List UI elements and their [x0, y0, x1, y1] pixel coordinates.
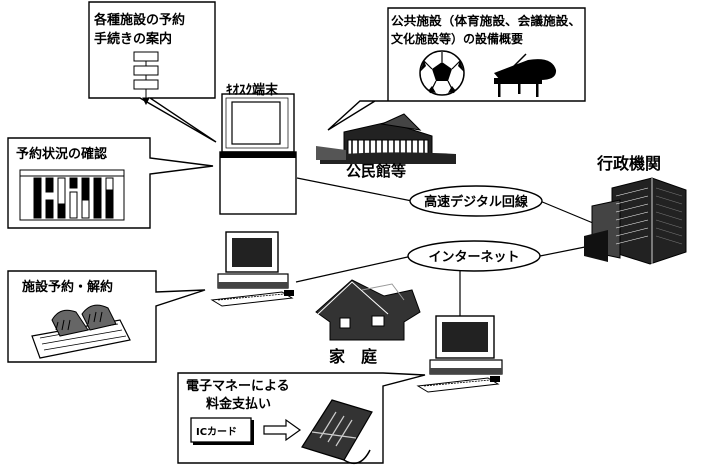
digital-line-ellipse: 高速デジタル回線 [409, 185, 543, 217]
callout-reservation-procedure-line1: 各種施設の予約 [93, 12, 185, 28]
callout-e-money-line1: 電子マネーによる [186, 379, 290, 394]
callout-e-money: 電子マネーによる 料金支払い ICカード [177, 372, 426, 465]
grand-piano-icon [494, 53, 557, 97]
house-icon [315, 279, 421, 341]
arrow-right-icon [263, 418, 302, 442]
government-label: 行政機関 [596, 154, 661, 173]
digital-line-label: 高速デジタル回線 [424, 194, 529, 210]
callout-reservation-status-title: 予約状況の確認 [16, 146, 107, 162]
callout-public-facilities-line1: 公共施設（体育施設、会議施設、 [391, 13, 581, 28]
callout-e-money-line2: 料金支払い [206, 396, 271, 412]
schedule-grid-icon [19, 169, 125, 221]
card-reader-icon [301, 399, 373, 465]
callout-reserve-cancel-title: 施設予約・解約 [22, 279, 113, 295]
callout-reservation-procedure-line2: 手続きの案内 [94, 31, 172, 47]
keyboard-typing-icon [31, 304, 131, 359]
internet-label: インターネット [428, 250, 519, 265]
government-building-icon [584, 177, 687, 265]
ic-card-label: ICカード [196, 426, 237, 438]
callout-reservation-procedure: 各種施設の予約 手続きの案内 [88, 1, 217, 143]
ic-card-icon: ICカード [190, 417, 254, 445]
callout-reservation-status: 予約状況の確認 [7, 137, 214, 229]
community-center-icon [316, 113, 456, 164]
internet-ellipse: インターネット [407, 240, 541, 272]
soccer-ball-icon [419, 50, 465, 96]
kiosk-terminal-icon [219, 93, 297, 215]
home-label: 家 庭 [329, 347, 377, 366]
home-computer-icon [210, 231, 294, 307]
callout-public-facilities: 公共施設（体育施設、会議施設、 文化施設等）の設備概要 [327, 7, 586, 131]
community-center-label: 公民館等 [346, 162, 406, 180]
flowchart-icon [133, 51, 159, 106]
callout-public-facilities-line2: 文化施設等）の設備概要 [391, 31, 523, 46]
kiosk-label: ｷｵｽｸ端末 [226, 82, 279, 98]
home-computer-right-icon [416, 315, 503, 393]
callout-reserve-cancel: 施設予約・解約 [7, 270, 206, 363]
